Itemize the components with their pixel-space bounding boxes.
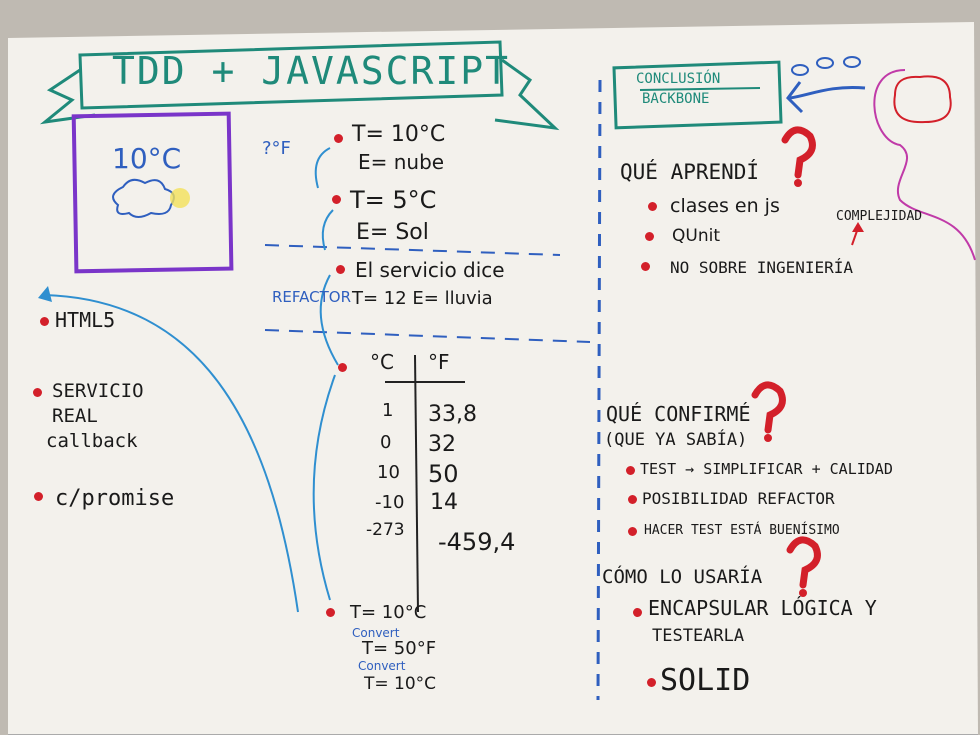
html5-label: HTML5 [55, 308, 116, 332]
promise-label: c/promise [55, 486, 175, 511]
callback-label: callback [46, 430, 138, 452]
bullet-dot [33, 388, 42, 397]
confirme-item: TEST → SIMPLIFICAR + CALIDAD [640, 460, 893, 478]
table-cell: 14 [430, 490, 458, 515]
bullet-dot [338, 363, 347, 372]
weather-temp: 10°C [112, 142, 182, 175]
final-temp-f: T= 50°F [362, 638, 437, 659]
bullet-dot [34, 492, 43, 501]
table-header-c: °C [370, 350, 394, 374]
banner-title: TDD + JAVASCRIPT [112, 49, 511, 93]
aprendi-item: QUnit [672, 226, 720, 246]
aprendi-title: QUÉ APRENDÍ [620, 160, 760, 184]
sun-icon [170, 188, 190, 208]
convert-label: Convert [358, 659, 406, 673]
table-cell: 33,8 [428, 402, 477, 427]
bullet-dot [645, 232, 654, 241]
servicio-label: SERVICIO [52, 380, 144, 402]
bullet-dot [633, 608, 642, 617]
step1-temp: T= 10°C [352, 122, 446, 147]
table-cell: 10 [377, 462, 400, 483]
step1-state: E= nube [358, 150, 445, 174]
bullet-dot [628, 527, 637, 536]
bullet-dot [641, 262, 650, 271]
complejidad-label: COMPLEJIDAD [836, 209, 923, 224]
step2-state: E= Sol [356, 220, 429, 245]
bullet-dot [647, 678, 656, 687]
table-cell: 0 [380, 432, 392, 453]
bullet-dot [332, 195, 341, 204]
real-label: REAL [52, 405, 98, 427]
aprendi-item: NO SOBRE INGENIERÍA [670, 258, 854, 277]
fahrenheit-question: ?°F [262, 138, 291, 159]
table-cell: 1 [382, 400, 394, 421]
confirme-title: QUÉ CONFIRMÉ [606, 402, 751, 426]
table-cell: -459,4 [438, 528, 516, 556]
refactor-label: REFACTOR [272, 288, 352, 306]
table-cell: 32 [428, 432, 456, 457]
bullet-dot [336, 265, 345, 274]
final-temp-c: T= 10°C [350, 602, 427, 623]
conclusion-label: CONCLUSIÓN [636, 71, 721, 87]
weather-frame [71, 111, 234, 274]
backbone-label: BACKBONE [642, 91, 710, 107]
bullet-dot [626, 466, 635, 475]
banner-scroll [39, 40, 560, 131]
usaria-item: ENCAPSULAR LÓGICA Y [648, 596, 877, 620]
final-temp-c2: T= 10°C [364, 674, 437, 694]
confirme-item: HACER TEST ESTÁ BUENÍSIMO [644, 523, 840, 538]
bullet-dot [40, 317, 49, 326]
bullet-dot [648, 202, 657, 211]
confirme-item: POSIBILIDAD REFACTOR [642, 489, 835, 508]
table-cell: -273 [366, 520, 405, 540]
table-cell: 50 [428, 460, 459, 488]
aprendi-item: clases en js [670, 195, 780, 217]
step2-temp: T= 5°C [350, 186, 437, 214]
servicio-values: T= 12 E= lluvia [352, 288, 493, 309]
servicio-dice: El servicio dice [355, 258, 505, 282]
usaria-item: SOLID [660, 663, 751, 698]
table-header-f: °F [428, 350, 450, 374]
confirme-subtitle: (QUE YA SABÍA) [604, 430, 748, 450]
usaria-item: TESTEARLA [652, 626, 745, 646]
table-cell: -10 [375, 492, 405, 513]
convert-label: Convert [352, 626, 400, 640]
bullet-dot [628, 495, 637, 504]
bullet-dot [326, 608, 335, 617]
usaria-title: CÓMO LO USARÍA [602, 566, 763, 588]
bullet-dot [334, 134, 343, 143]
